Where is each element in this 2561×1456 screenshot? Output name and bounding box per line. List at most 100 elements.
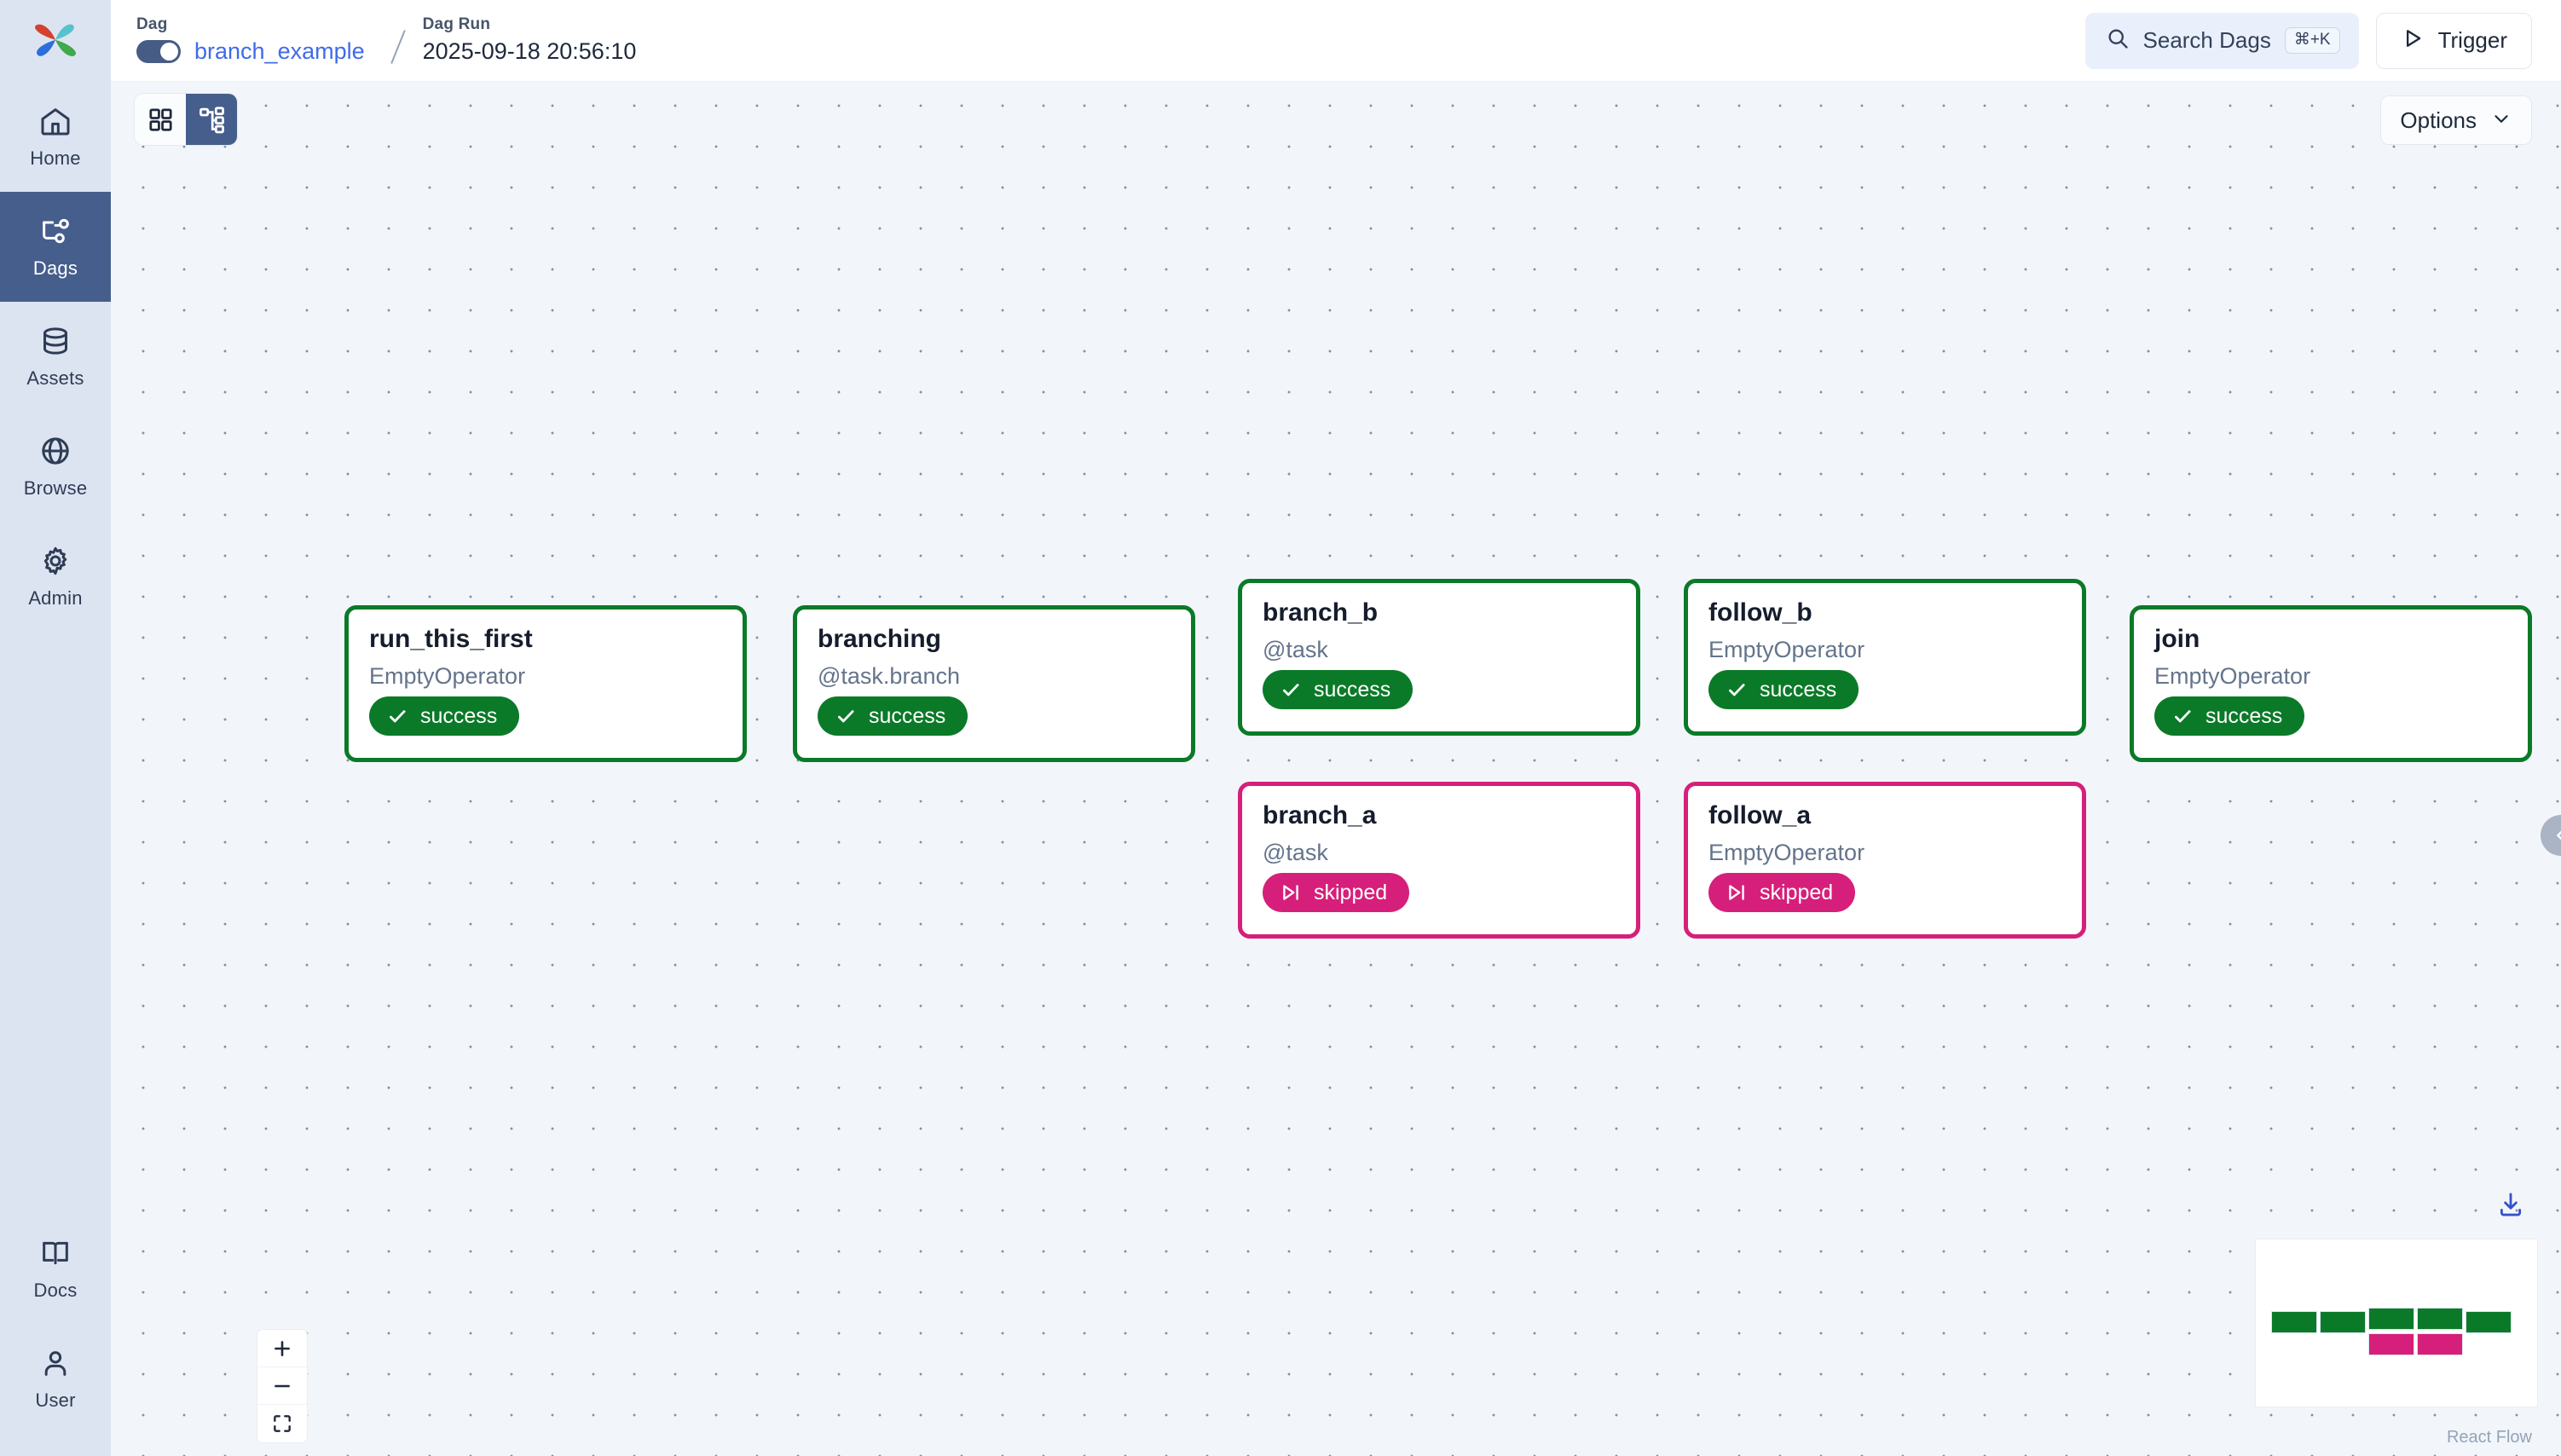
sidebar-item-browse[interactable]: Browse: [0, 412, 111, 522]
search-dags-button[interactable]: Search Dags ⌘+K: [2084, 12, 2359, 69]
minimap-node: [2271, 1311, 2317, 1333]
options-label: Options: [2400, 107, 2477, 133]
status-badge: success: [1708, 670, 1859, 710]
sidebar-item-assets[interactable]: Assets: [0, 302, 111, 412]
sidebar-nav-top: Home Dags Assets: [0, 82, 111, 632]
main-content: Dag branch_example Dag Run 2025-09-18 20…: [111, 0, 2561, 1456]
dag-pause-toggle[interactable]: [136, 39, 181, 63]
task-node-follow_a[interactable]: follow_a EmptyOperator skipped: [1684, 782, 2086, 939]
tab-graph-view[interactable]: [186, 94, 237, 145]
trigger-label: Trigger: [2437, 27, 2507, 53]
status-badge: success: [818, 696, 968, 737]
sidebar-nav-bottom: Docs User: [0, 1214, 111, 1456]
graph-canvas[interactable]: Options: [111, 82, 2561, 1456]
search-shortcut-badge: ⌘+K: [2284, 26, 2340, 55]
status-text: success: [420, 703, 498, 728]
sidebar-item-label: User: [35, 1390, 76, 1411]
task-node-title: branch_a: [1263, 801, 1377, 829]
airflow-logo[interactable]: [0, 0, 111, 82]
sidebar-item-label: Admin: [28, 587, 83, 609]
dag-run-value: 2025-09-18 20:56:10: [422, 38, 637, 64]
sidebar-item-home[interactable]: Home: [0, 82, 111, 192]
graph-minimap[interactable]: [2256, 1239, 2537, 1407]
status-badge: skipped: [1263, 873, 1410, 913]
zoom-out-button[interactable]: [257, 1367, 307, 1405]
chevron-left-icon: [2552, 826, 2561, 845]
task-node-branch_a[interactable]: branch_a @task skipped: [1238, 782, 1640, 939]
book-icon: [38, 1236, 72, 1270]
task-node-operator: @task: [1263, 839, 1328, 865]
task-node-title: follow_b: [1708, 598, 1812, 627]
task-node-operator: EmptyOperator: [1708, 636, 1865, 662]
task-node-operator: EmptyOperator: [1708, 839, 1865, 865]
react-flow-viewport[interactable]: run_this_first EmptyOperator success bra…: [111, 82, 2561, 1456]
minimap-node: [2368, 1333, 2414, 1355]
dag-run-label: Dag Run: [422, 14, 491, 33]
options-button[interactable]: Options: [2380, 95, 2532, 145]
zoom-controls: [257, 1330, 307, 1442]
task-node-operator: EmptyOperator: [2154, 662, 2311, 689]
status-badge: success: [1263, 670, 1413, 710]
breadcrumb-separator: [380, 27, 418, 66]
breadcrumb-dag-run: Dag Run 2025-09-18 20:56:10: [423, 15, 637, 65]
skip-forward-icon: [1280, 881, 1302, 904]
sidebar-item-admin[interactable]: Admin: [0, 522, 111, 632]
view-mode-toggle: [135, 94, 237, 145]
trigger-button[interactable]: Trigger: [2375, 12, 2532, 69]
search-icon: [2106, 26, 2130, 55]
check-icon: [1280, 679, 1302, 701]
react-flow-attribution[interactable]: React Flow: [2446, 1428, 2532, 1447]
grid-view-icon: [147, 106, 175, 134]
tab-grid-view[interactable]: [135, 94, 186, 145]
status-text: success: [2205, 703, 2283, 728]
fit-view-icon: [271, 1413, 293, 1435]
task-node-operator: @task: [1263, 636, 1328, 662]
minus-icon: [271, 1375, 293, 1397]
check-icon: [835, 705, 857, 727]
home-icon: [38, 104, 72, 138]
status-text: success: [1314, 677, 1391, 702]
check-icon: [386, 705, 408, 727]
download-graph-button[interactable]: [2496, 1190, 2525, 1219]
topbar-actions: Search Dags ⌘+K Trigger: [2084, 12, 2532, 69]
dag-label: Dag: [136, 14, 168, 33]
task-node-branching[interactable]: branching @task.branch success: [793, 605, 1195, 762]
zoom-in-button[interactable]: [257, 1330, 307, 1367]
sidebar-item-dags[interactable]: Dags: [0, 192, 111, 302]
task-node-title: branch_b: [1263, 598, 1379, 627]
play-icon: [2401, 26, 2425, 55]
check-icon: [2171, 705, 2194, 727]
dag-icon: [38, 214, 72, 248]
task-node-join[interactable]: join EmptyOperator success: [2130, 605, 2532, 762]
check-icon: [1726, 679, 1748, 701]
dag-name-link[interactable]: branch_example: [194, 38, 365, 64]
globe-icon: [38, 434, 72, 468]
graph-view-icon: [198, 106, 226, 134]
breadcrumb-dag: Dag branch_example: [136, 15, 365, 65]
task-node-title: join: [2154, 625, 2200, 653]
fit-view-button[interactable]: [257, 1405, 307, 1442]
chevron-down-icon: [2490, 107, 2512, 134]
canvas-dot-grid: [111, 82, 2561, 1456]
gear-icon: [38, 544, 72, 578]
sidebar-item-docs[interactable]: Docs: [0, 1214, 111, 1324]
task-node-title: branching: [818, 625, 942, 653]
minimap-node: [2368, 1308, 2414, 1330]
user-icon: [38, 1346, 72, 1380]
task-node-run_this_first[interactable]: run_this_first EmptyOperator success: [344, 605, 747, 762]
task-node-follow_b[interactable]: follow_b EmptyOperator success: [1684, 579, 2086, 736]
status-text: success: [1760, 677, 1837, 702]
sidebar-item-label: Assets: [26, 367, 84, 389]
database-icon: [38, 324, 72, 358]
sidebar-item-user[interactable]: User: [0, 1324, 111, 1434]
sidebar: Home Dags Assets: [0, 0, 111, 1456]
task-node-branch_b[interactable]: branch_b @task success: [1238, 579, 1640, 736]
download-icon: [2496, 1190, 2525, 1219]
status-badge: success: [2154, 696, 2305, 737]
status-text: skipped: [1314, 880, 1388, 904]
sidebar-item-label: Home: [30, 147, 81, 169]
task-node-operator: @task.branch: [818, 662, 960, 689]
status-text: success: [869, 703, 946, 728]
airflow-pinwheel-logo-icon: [35, 24, 76, 56]
